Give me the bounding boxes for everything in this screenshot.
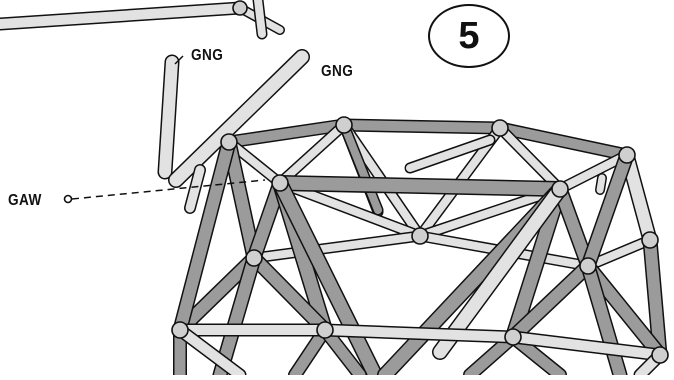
strut-inner	[494, 122, 566, 195]
strut-front	[272, 175, 383, 380]
hubs-layer	[171, 0, 669, 364]
strut-front	[642, 232, 668, 363]
callout-gng-left: GNG	[191, 47, 224, 64]
strut-previous-step	[0, 1, 247, 31]
strut-front	[172, 250, 262, 338]
strut-inner	[414, 183, 566, 242]
strut-front	[288, 323, 332, 380]
step-number: 5	[458, 15, 480, 57]
strut-front	[212, 250, 262, 380]
strut-front	[580, 147, 635, 274]
strut-inner	[582, 234, 656, 272]
hub-t1	[220, 133, 238, 151]
hub-t4	[618, 146, 636, 164]
strut-gng-right	[168, 49, 310, 188]
strut-hanging	[595, 173, 607, 195]
strut-front	[463, 330, 520, 380]
strut-top-ring	[222, 118, 351, 149]
strut-bottom-ring	[506, 330, 667, 362]
hub-r1	[271, 174, 289, 192]
hub-b1	[171, 321, 189, 339]
strut-inner	[274, 177, 426, 242]
strut-previous-step	[252, 0, 268, 40]
strut-front-light	[432, 181, 568, 360]
leader-gng-left	[174, 55, 184, 65]
strut-inner	[274, 119, 350, 189]
leader-line	[71, 179, 266, 200]
callout-gaw: GAW	[8, 192, 42, 209]
strut-front	[318, 323, 367, 380]
hub-t2	[335, 116, 353, 134]
strut-top-ring	[493, 121, 634, 162]
strut-front	[172, 134, 237, 338]
strut-gng-left	[157, 54, 180, 180]
strut-top-ring	[337, 118, 507, 135]
strut-inner	[554, 149, 633, 195]
strut-front	[221, 134, 262, 266]
strut-front	[505, 181, 568, 345]
strut-bottom	[173, 323, 247, 380]
hub-t3	[491, 119, 509, 137]
hub-previous-step	[232, 0, 248, 16]
hub-b4	[651, 346, 669, 364]
hub-m4	[641, 231, 659, 249]
strut-front	[580, 258, 628, 380]
strut-stub	[184, 164, 206, 214]
strut-hanging	[338, 119, 384, 216]
strut-front	[246, 250, 333, 338]
hub-m3	[579, 257, 597, 275]
callout-gng-right: GNG	[321, 63, 354, 80]
strut-front	[552, 181, 596, 274]
strut-bottom-ring	[318, 323, 520, 344]
strut-inner	[248, 230, 426, 264]
strut-front-light	[619, 147, 658, 248]
extras-layer	[63, 55, 266, 204]
hub-b3	[504, 328, 522, 346]
strut-front	[505, 258, 596, 345]
bolt-gaw	[63, 194, 73, 204]
strut-front-ring	[272, 175, 568, 197]
step-number-badge: 5	[428, 4, 510, 68]
hub-r2	[551, 180, 569, 198]
hub-m1	[411, 227, 429, 245]
strut-hanging	[404, 134, 496, 174]
hub-m2	[245, 249, 263, 267]
hub-b2	[316, 321, 334, 339]
